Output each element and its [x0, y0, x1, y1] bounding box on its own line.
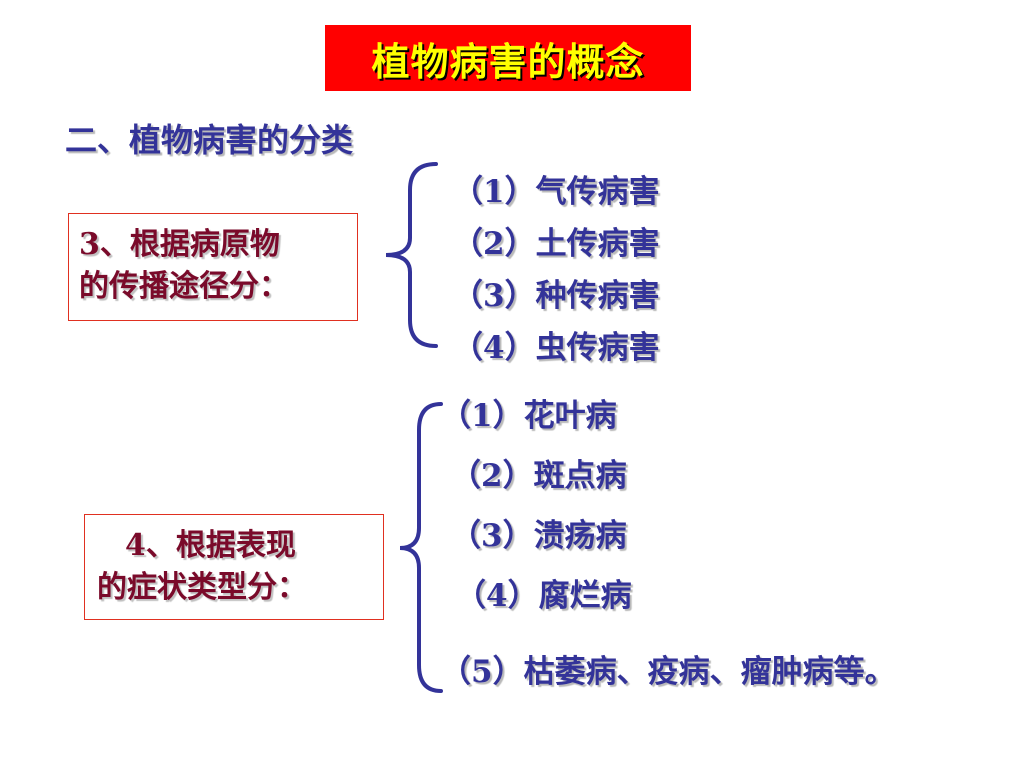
page-title: 植物病害的概念	[371, 39, 645, 84]
list-item-soilborne: （2）土传病害	[452, 226, 660, 262]
curly-brace-icon	[385, 162, 438, 348]
list-item-insectborne: （4）虫传病害	[452, 330, 660, 366]
classification-label-line-2: 的传播途径分：	[79, 269, 289, 304]
list-item-rot: （4）腐烂病	[455, 578, 632, 614]
list-item-canker: （3）溃疡病	[450, 518, 627, 554]
classification-label-box-symptom: 4、根据表现 的症状类型分：	[84, 514, 384, 620]
classification-label-line-2: 的症状类型分：	[97, 570, 307, 605]
list-item-airborne: （1）气传病害	[452, 174, 660, 210]
list-item-leaf-spot: （2）斑点病	[450, 458, 627, 494]
list-item-mosaic: （1）花叶病	[440, 398, 617, 434]
classification-label-box-transmission: 3、根据病原物 的传播途径分：	[68, 213, 358, 321]
section-heading: 二、植物病害的分类	[65, 121, 354, 159]
classification-label-line-1: 4、根据表现	[125, 528, 296, 563]
classification-label-line-1: 3、根据病原物	[79, 227, 280, 262]
curly-brace-icon	[399, 402, 443, 693]
title-banner: 植物病害的概念	[325, 25, 691, 91]
list-item-seedborne: （3）种传病害	[452, 278, 660, 314]
list-item-wilt-blight-gall: （5）枯萎病、疫病、瘤肿病等。	[440, 654, 896, 690]
